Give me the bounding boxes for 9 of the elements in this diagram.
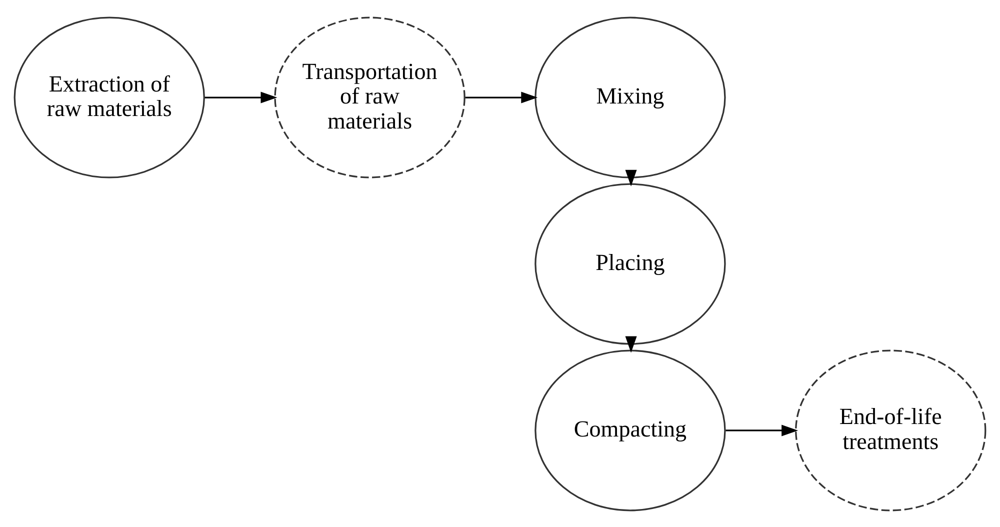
arrow xyxy=(465,91,538,103)
node-ellipse: Extraction of raw materials xyxy=(14,16,205,178)
arrow xyxy=(726,424,798,436)
arrow xyxy=(625,169,637,186)
arrow xyxy=(625,336,637,352)
node-ellipse: Transportation of raw materials xyxy=(274,16,466,178)
node-ellipse: End-of-life treatments xyxy=(795,349,986,511)
arrow xyxy=(204,91,278,103)
node-ellipse: Compacting xyxy=(534,349,726,511)
